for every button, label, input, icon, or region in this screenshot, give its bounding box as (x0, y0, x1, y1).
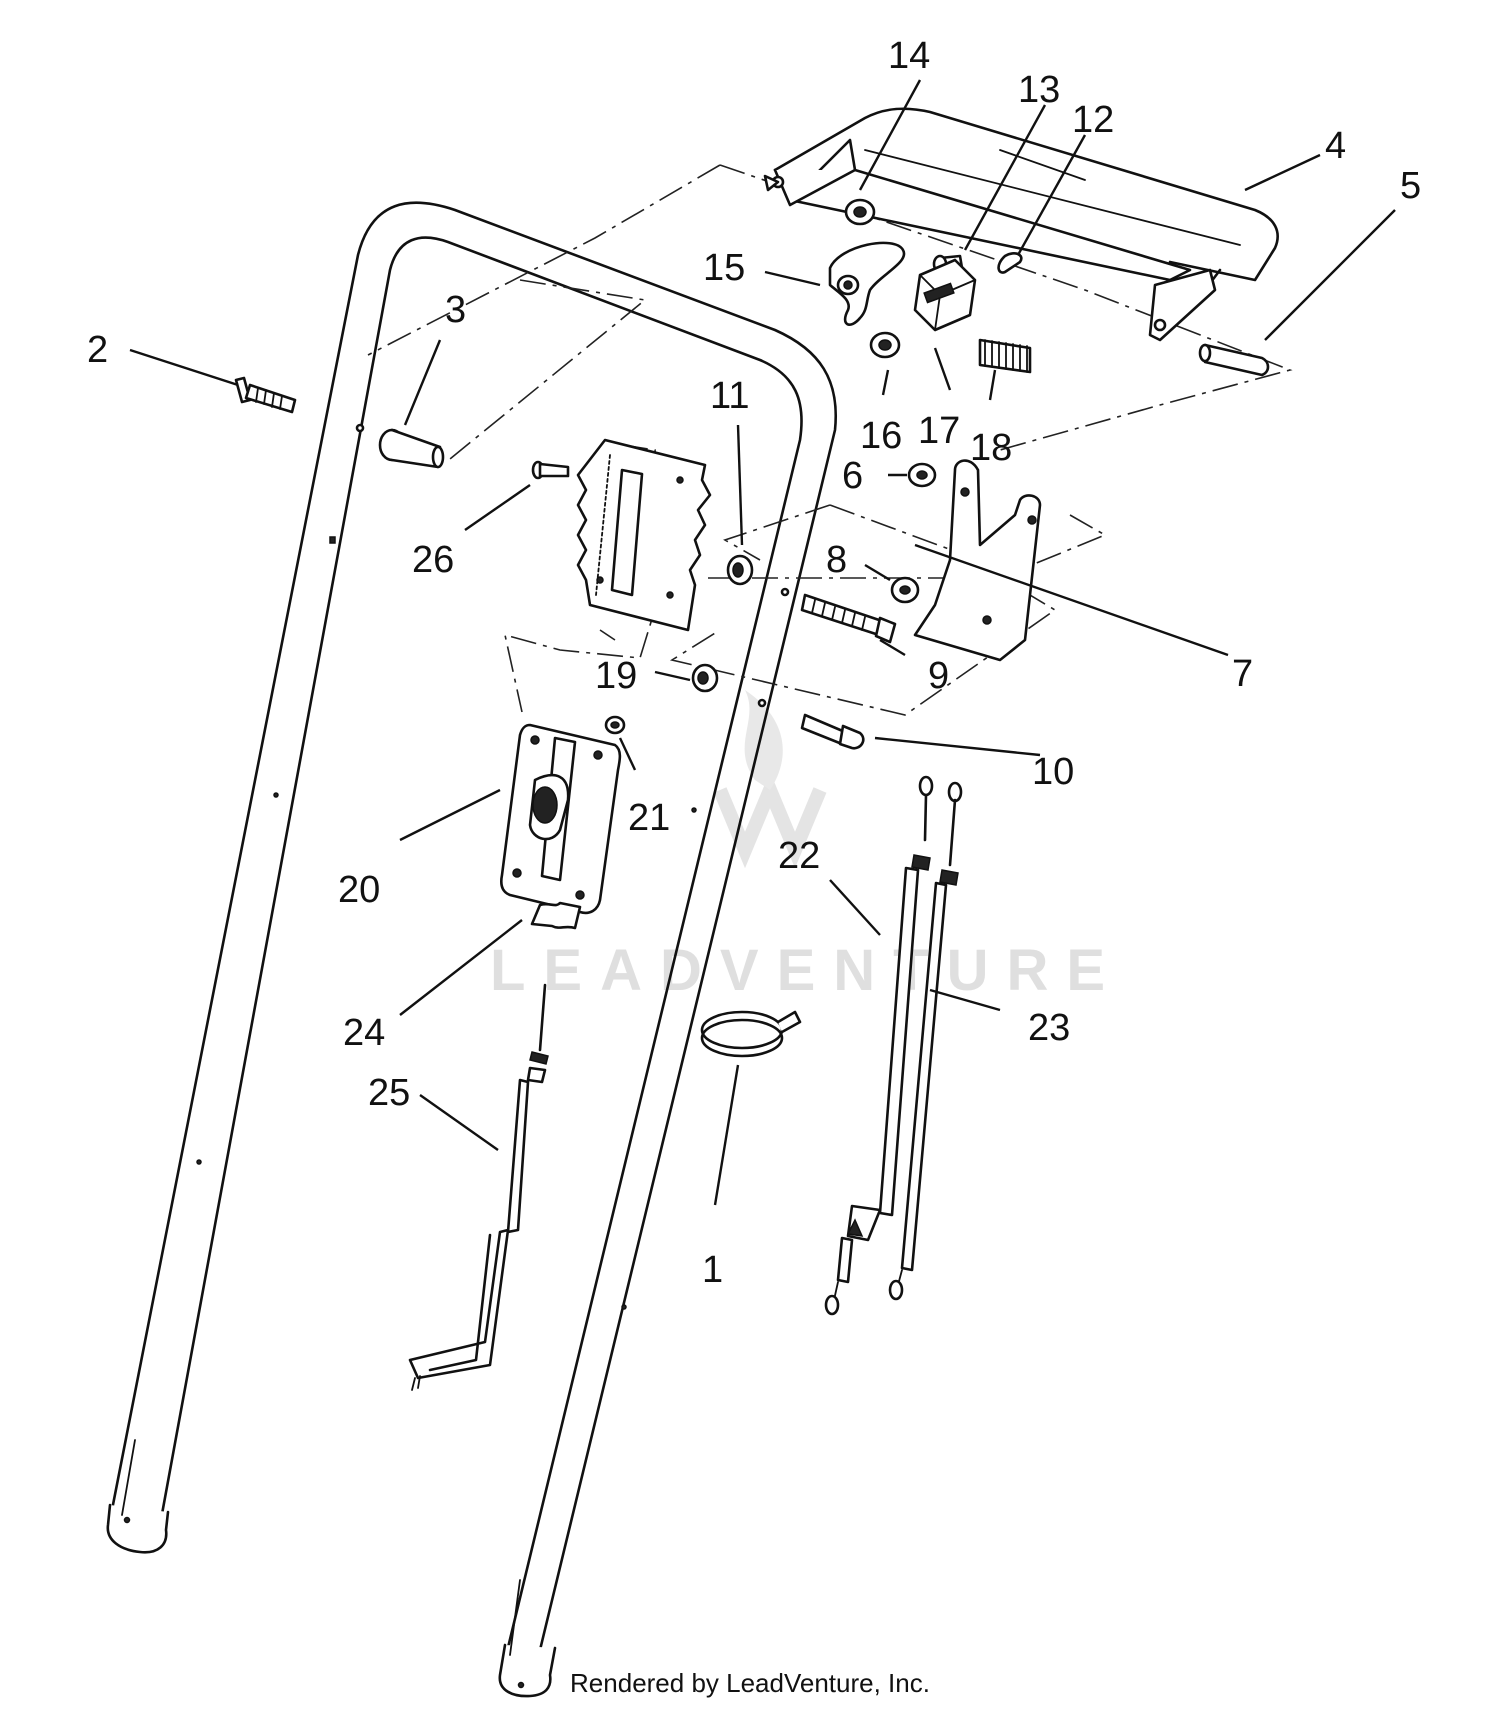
callout-19: 19 (595, 655, 637, 697)
callout-24: 24 (343, 1012, 385, 1054)
callout-12: 12 (1072, 99, 1114, 141)
part-11-washer (726, 554, 754, 586)
callout-5: 5 (1400, 165, 1421, 207)
part-23-cable (888, 781, 963, 1301)
callout-3: 3 (445, 289, 466, 331)
render-credit: Rendered by LeadVenture, Inc. (570, 1668, 930, 1698)
callout-10: 10 (1032, 751, 1074, 793)
part-19-washer (691, 663, 719, 693)
callout-16: 16 (860, 415, 902, 457)
part-14-nut (844, 198, 876, 226)
part-26-screw (531, 460, 570, 480)
callout-20: 20 (338, 869, 380, 911)
part-3-bushing (355, 423, 445, 469)
part-21-nut (604, 715, 626, 735)
part-22-cable (824, 775, 934, 1316)
callout-25: 25 (368, 1072, 410, 1114)
part-8-nut (890, 576, 920, 604)
assembly-guides (367, 164, 1293, 716)
callout-6: 6 (842, 455, 863, 497)
part-18-spring (978, 338, 1032, 374)
part-25-cable (408, 983, 549, 1391)
latch-cluster (828, 241, 1032, 374)
part-20-control (499, 723, 622, 915)
callout-9: 9 (928, 655, 949, 697)
part-24-decal (530, 901, 582, 930)
part-6-nut (907, 462, 937, 488)
watermark: LEADVENTURE (490, 690, 1123, 1003)
callout-22: 22 (778, 835, 820, 877)
part-1-clamp (700, 1010, 802, 1058)
part-9-bolt (780, 587, 897, 644)
callout-4: 4 (1325, 125, 1346, 167)
watermark-text: LEADVENTURE (490, 938, 1123, 1003)
leader-lines (129, 79, 1396, 1206)
callout-8: 8 (826, 539, 847, 581)
part-5-pin (1198, 343, 1270, 377)
handle-tube (106, 201, 838, 1698)
callout-21: 21 (628, 797, 670, 839)
callout-26: 26 (412, 539, 454, 581)
callout-17: 17 (918, 410, 960, 452)
callout-18: 18 (970, 427, 1012, 469)
part-2-bolt (234, 376, 297, 414)
callout-7: 7 (1232, 653, 1253, 695)
callout-23: 23 (1028, 1007, 1070, 1049)
callout-11: 11 (710, 375, 749, 417)
callout-15: 15 (703, 247, 745, 289)
callout-labels: 14 13 12 4 5 15 3 2 11 16 17 18 6 26 8 7… (87, 35, 1421, 1291)
part-4-bail (763, 107, 1279, 342)
part-10-bolt (757, 698, 865, 750)
callout-2: 2 (87, 329, 108, 371)
callout-14: 14 (888, 35, 930, 77)
part-7-bracket (913, 459, 1042, 662)
callout-13: 13 (1018, 69, 1060, 111)
callout-1: 1 (702, 1249, 723, 1291)
decal-upper (576, 438, 712, 632)
